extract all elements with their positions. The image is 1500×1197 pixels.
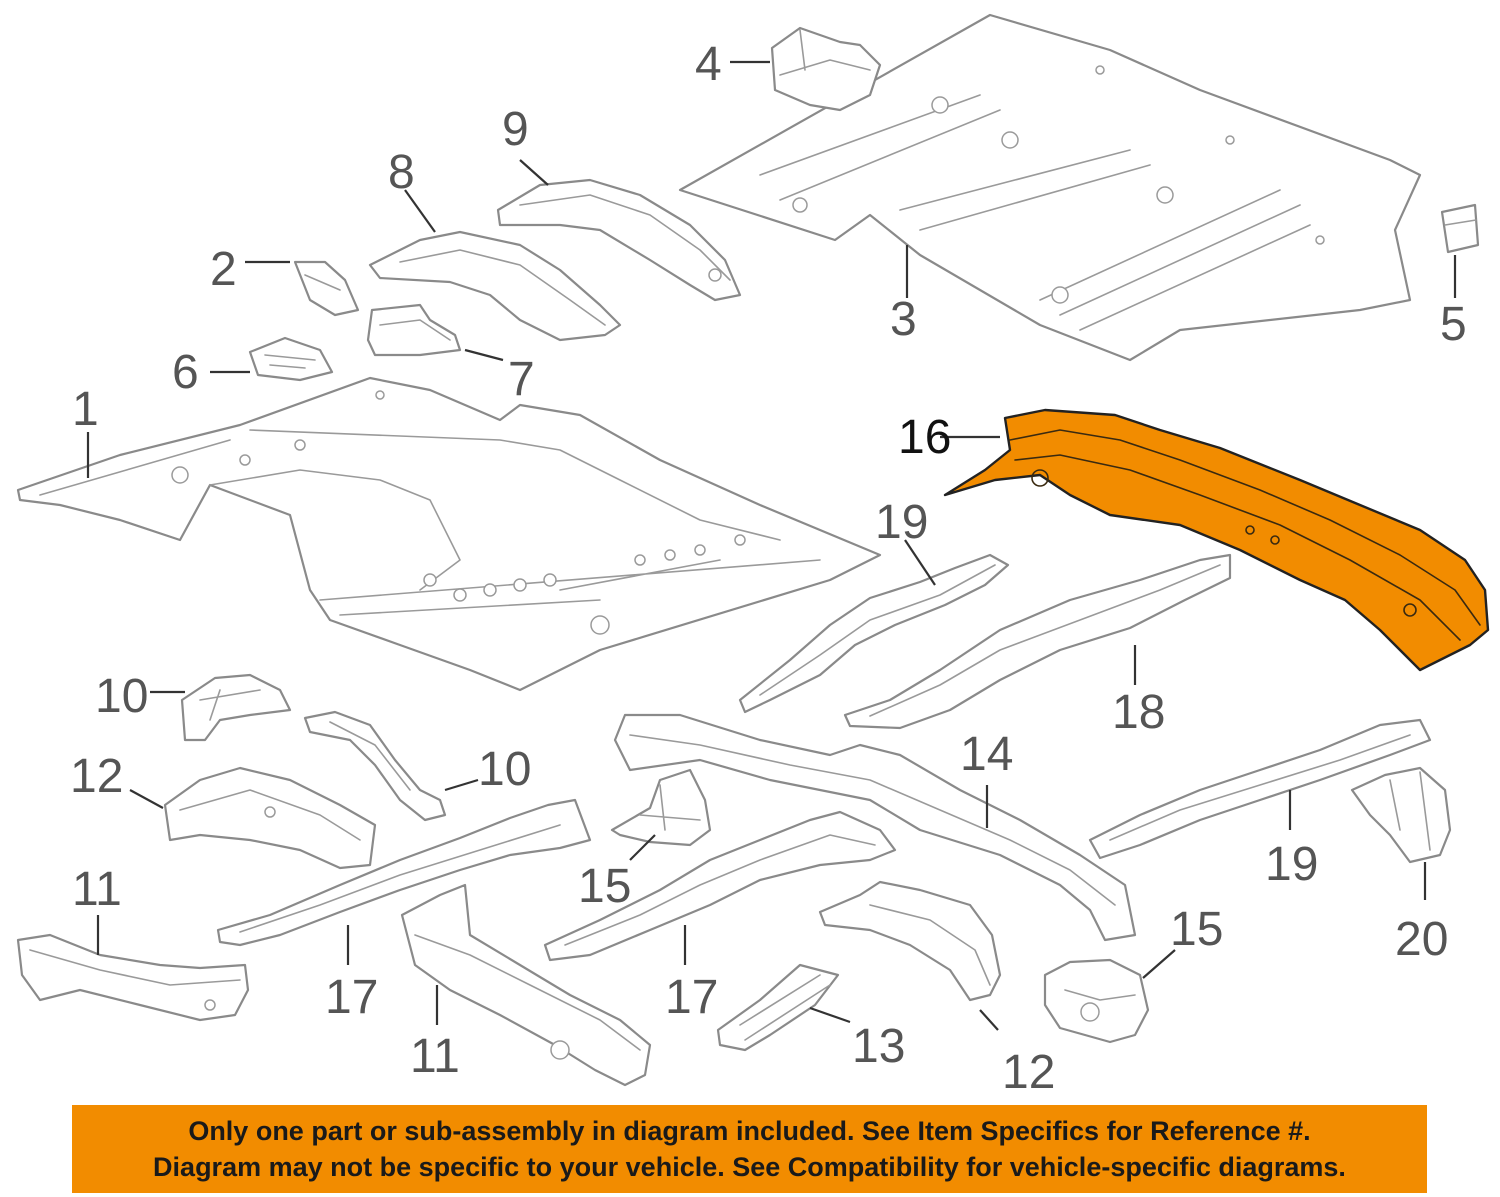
callout-10-left[interactable]: 10 bbox=[95, 670, 148, 723]
part-8-crossmember[interactable] bbox=[368, 230, 622, 342]
part-16-rail-highlighted[interactable] bbox=[943, 408, 1490, 672]
callout-17-left[interactable]: 17 bbox=[325, 971, 378, 1024]
part-15-mount-lower[interactable] bbox=[1043, 958, 1150, 1044]
callout-11-right[interactable]: 11 bbox=[410, 1030, 460, 1083]
part-19-rail-lower[interactable] bbox=[1088, 718, 1432, 860]
callout-14[interactable]: 14 bbox=[960, 728, 1013, 781]
part-13-plate[interactable] bbox=[716, 963, 840, 1052]
part-19-rail-upper[interactable] bbox=[738, 553, 1010, 714]
part-16-shape bbox=[943, 408, 1490, 672]
part-2-bracket[interactable] bbox=[293, 260, 360, 317]
part-10-bracket-left[interactable] bbox=[180, 673, 292, 742]
callout-6[interactable]: 6 bbox=[172, 346, 199, 399]
part-5-clip[interactable] bbox=[1440, 203, 1480, 254]
notice-line-2: Diagram may not be specific to your vehi… bbox=[153, 1152, 1346, 1182]
part-10-bracket-right[interactable] bbox=[303, 710, 447, 822]
callout-18[interactable]: 18 bbox=[1112, 686, 1165, 739]
part-14-crossmember[interactable] bbox=[613, 713, 1137, 942]
part-17-rail-left[interactable] bbox=[216, 798, 592, 947]
part-17-rail-center[interactable] bbox=[543, 810, 897, 962]
callout-15-lower[interactable]: 15 bbox=[1170, 903, 1223, 956]
callout-15-upper[interactable]: 15 bbox=[578, 860, 631, 913]
part-4-bracket[interactable] bbox=[770, 26, 882, 112]
part-18-rail[interactable] bbox=[843, 553, 1232, 730]
part-11-rail-right[interactable] bbox=[400, 883, 652, 1087]
callout-12-left[interactable]: 12 bbox=[70, 750, 123, 803]
callout-16[interactable]: 16 bbox=[898, 411, 951, 464]
notice-banner: Only one part or sub-assembly in diagram… bbox=[72, 1105, 1427, 1193]
part-7-bracket[interactable] bbox=[366, 303, 462, 357]
callout-5[interactable]: 5 bbox=[1440, 298, 1467, 351]
callout-7[interactable]: 7 bbox=[508, 353, 535, 406]
part-9-crossmember[interactable] bbox=[496, 178, 742, 302]
callout-2[interactable]: 2 bbox=[210, 243, 237, 296]
part-12-bracket-left[interactable] bbox=[163, 766, 377, 870]
callout-19-lower[interactable]: 19 bbox=[1265, 838, 1318, 891]
callout-10-right[interactable]: 10 bbox=[478, 743, 531, 796]
callout-17-center[interactable]: 17 bbox=[665, 971, 718, 1024]
leader-lines bbox=[86, 60, 1457, 1031]
callout-9[interactable]: 9 bbox=[502, 103, 529, 156]
floor-holes bbox=[171, 390, 746, 635]
callout-1[interactable]: 1 bbox=[72, 383, 99, 436]
callout-20[interactable]: 20 bbox=[1395, 913, 1448, 966]
callout-labels: 4 9 8 2 3 5 6 7 1 16 19 10 18 14 10 12 1… bbox=[70, 38, 1467, 1099]
callout-19-upper[interactable]: 19 bbox=[875, 496, 928, 549]
part-15-mount-upper[interactable] bbox=[610, 768, 712, 847]
notice-line-1: Only one part or sub-assembly in diagram… bbox=[188, 1116, 1311, 1146]
part-6-pad[interactable] bbox=[248, 336, 334, 382]
callout-3[interactable]: 3 bbox=[890, 293, 917, 346]
callout-11-left[interactable]: 11 bbox=[72, 863, 122, 916]
part-1-front-floor-pan[interactable] bbox=[16, 376, 882, 692]
callout-8[interactable]: 8 bbox=[388, 146, 415, 199]
callout-13[interactable]: 13 bbox=[852, 1020, 905, 1073]
callout-12-right[interactable]: 12 bbox=[1002, 1046, 1055, 1099]
part-12-bracket-right[interactable] bbox=[818, 880, 1002, 1002]
part-3-rear-floor-pan[interactable] bbox=[678, 13, 1422, 362]
part-20-bracket[interactable] bbox=[1350, 766, 1452, 864]
part-11-panel-left[interactable] bbox=[16, 933, 250, 1022]
callout-4[interactable]: 4 bbox=[695, 38, 722, 91]
